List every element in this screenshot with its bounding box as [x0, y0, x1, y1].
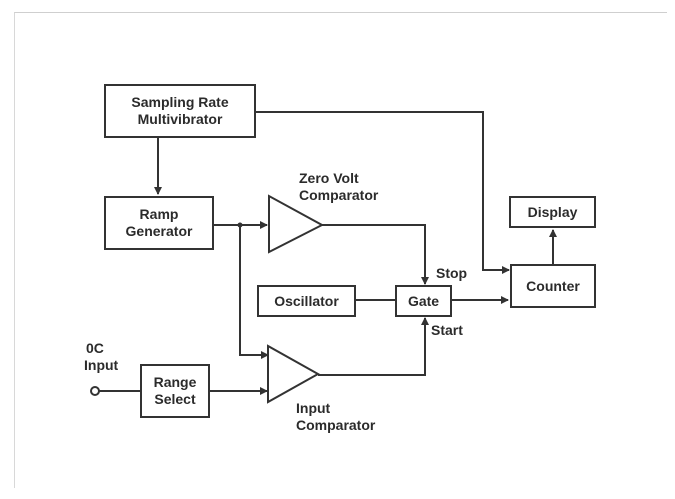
input-comp-label-1: Input — [296, 400, 331, 416]
input-comparator-icon — [267, 344, 321, 404]
ramp-label-1: Ramp — [139, 206, 179, 222]
dc-label-2: Input — [84, 357, 119, 373]
zero-comp-to-gate-line — [322, 224, 429, 285]
input-comp-to-gate-line — [318, 317, 429, 376]
sampling-rate-label-1: Sampling Rate — [131, 94, 229, 110]
ramp-to-input-comp-line — [239, 225, 269, 359]
sampling-rate-label-2: Multivibrator — [137, 111, 223, 127]
display-block: Display — [509, 196, 596, 228]
display-label: Display — [527, 203, 578, 220]
input-comparator-label: Input Comparator — [296, 400, 375, 434]
zero-volt-comparator-icon — [268, 194, 325, 254]
ramp-label-2: Generator — [125, 223, 193, 239]
gate-label: Gate — [407, 292, 440, 309]
counter-block: Counter — [510, 264, 596, 308]
input-terminal-icon — [90, 386, 100, 396]
sampling-rate-multivibrator-block: Sampling Rate Multivibrator — [104, 84, 256, 138]
zero-volt-comparator-label: Zero Volt Comparator — [299, 170, 378, 204]
start-label: Start — [431, 322, 463, 338]
counter-label: Counter — [526, 277, 580, 294]
oscillator-block: Oscillator — [257, 285, 356, 317]
zero-volt-label-1: Zero Volt — [299, 170, 359, 186]
gate-block: Gate — [395, 285, 452, 317]
figure-frame — [14, 12, 667, 488]
zero-volt-label-2: Comparator — [299, 187, 379, 203]
stop-label: Stop — [436, 265, 468, 281]
range-label-1: Range — [153, 374, 197, 390]
range-select-block: Range Select — [140, 364, 210, 418]
dc-input-label: 0C Input — [84, 340, 118, 374]
ramp-generator-block: Ramp Generator — [104, 196, 214, 250]
sampling-to-counter-line — [256, 111, 510, 274]
junction-dot-icon — [237, 222, 243, 228]
input-comp-label-2: Comparator — [296, 417, 376, 433]
range-label-2: Select — [154, 391, 196, 407]
dc-label-1: 0C — [86, 340, 104, 356]
oscillator-label: Oscillator — [274, 292, 339, 309]
